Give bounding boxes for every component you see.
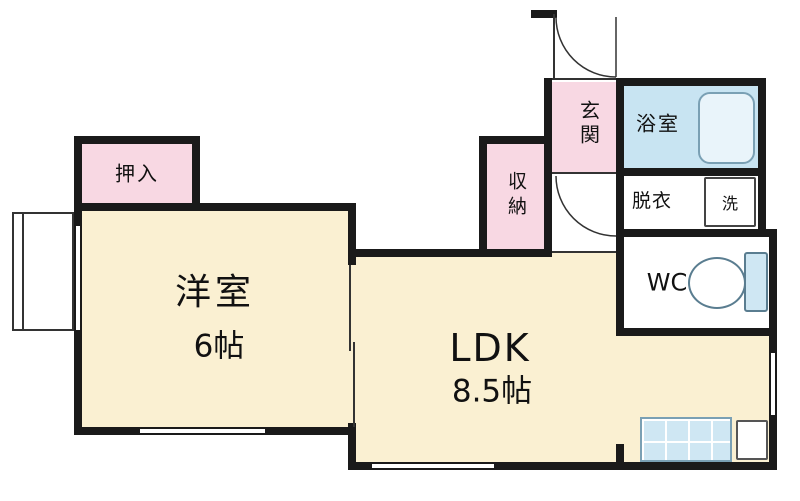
- toilet-bowl: [688, 257, 746, 309]
- window: [769, 353, 777, 415]
- label-storage: 収納: [504, 171, 527, 221]
- wall: [348, 423, 356, 470]
- entrance-door-arc: [555, 16, 617, 78]
- hall-door-arc: [555, 175, 617, 237]
- wall: [74, 136, 82, 226]
- wall: [769, 229, 777, 353]
- room-storage: [479, 136, 552, 257]
- entrance-hall-door-line: [552, 172, 616, 174]
- wall: [616, 229, 777, 237]
- washing-machine-label: 洗: [721, 194, 738, 213]
- window: [140, 427, 265, 435]
- wall: [479, 136, 552, 144]
- bay-window-inner-line: [22, 213, 24, 330]
- wall: [348, 462, 372, 470]
- wall: [348, 249, 552, 257]
- sliding-door-panel: [349, 265, 351, 351]
- wall: [769, 415, 777, 470]
- kitchen-stove: [736, 420, 768, 460]
- washing-machine: 洗: [704, 177, 756, 227]
- label-ldk-size: 8.5帖: [451, 373, 533, 410]
- wall: [74, 330, 82, 435]
- wall: [74, 427, 140, 435]
- wall: [616, 78, 624, 336]
- room-western: [74, 203, 356, 435]
- room-closet-oshiire: [74, 136, 196, 211]
- wall: [265, 427, 356, 435]
- wall: [74, 203, 356, 211]
- wall: [616, 328, 777, 336]
- wall: [348, 203, 356, 265]
- label-entrance: 玄関: [576, 100, 601, 148]
- wall: [479, 136, 487, 257]
- label-ldk: LDK: [449, 326, 531, 371]
- label-western-room-size: 6帖: [193, 328, 245, 365]
- label-closet: 押入: [115, 161, 159, 186]
- sliding-door-panel: [353, 342, 355, 427]
- wall: [531, 10, 557, 18]
- wall: [758, 78, 766, 237]
- kitchen-sink-counter: [640, 417, 732, 462]
- room-ldk: [352, 253, 624, 470]
- bathtub: [698, 92, 755, 164]
- label-bathroom: 浴室: [636, 111, 680, 136]
- window: [74, 226, 82, 330]
- room-entrance: [548, 82, 618, 174]
- wall: [74, 136, 200, 144]
- label-dressing-room: 脱衣: [631, 190, 673, 213]
- wall: [616, 78, 766, 86]
- wall: [494, 462, 777, 470]
- hall-threshold-line: [552, 251, 616, 253]
- wall: [544, 78, 552, 257]
- wall: [192, 136, 200, 211]
- wall: [616, 444, 624, 470]
- wall: [616, 168, 766, 176]
- entry-side-line: [553, 14, 555, 78]
- window: [372, 462, 494, 470]
- label-wc: WC: [646, 268, 688, 297]
- entrance-step-line: [552, 78, 616, 80]
- label-western-room: 洋室: [174, 272, 256, 314]
